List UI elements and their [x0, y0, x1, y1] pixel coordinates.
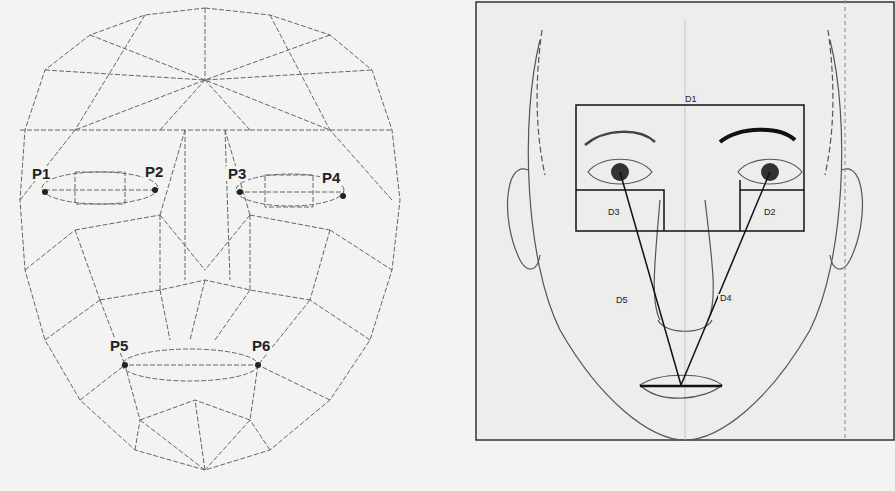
- measure-lines: [576, 105, 804, 385]
- face-drawing: [508, 0, 863, 440]
- face-mesh: [20, 8, 400, 470]
- distance-label: D5: [614, 296, 630, 305]
- distance-label: D2: [762, 208, 778, 217]
- landmark-label: P1: [30, 166, 52, 181]
- distance-label: D4: [718, 294, 734, 303]
- landmark-label: P5: [108, 338, 130, 353]
- distance-label: D3: [606, 208, 622, 217]
- photo-panel: [476, 2, 894, 440]
- landmark-label: P2: [143, 164, 165, 179]
- landmark-label: P4: [320, 170, 342, 185]
- landmark-label: P3: [226, 166, 248, 181]
- distance-label: D1: [683, 95, 699, 104]
- pupils: [611, 163, 779, 181]
- landmark-dots: [42, 187, 346, 368]
- landmark-label: P6: [250, 338, 272, 353]
